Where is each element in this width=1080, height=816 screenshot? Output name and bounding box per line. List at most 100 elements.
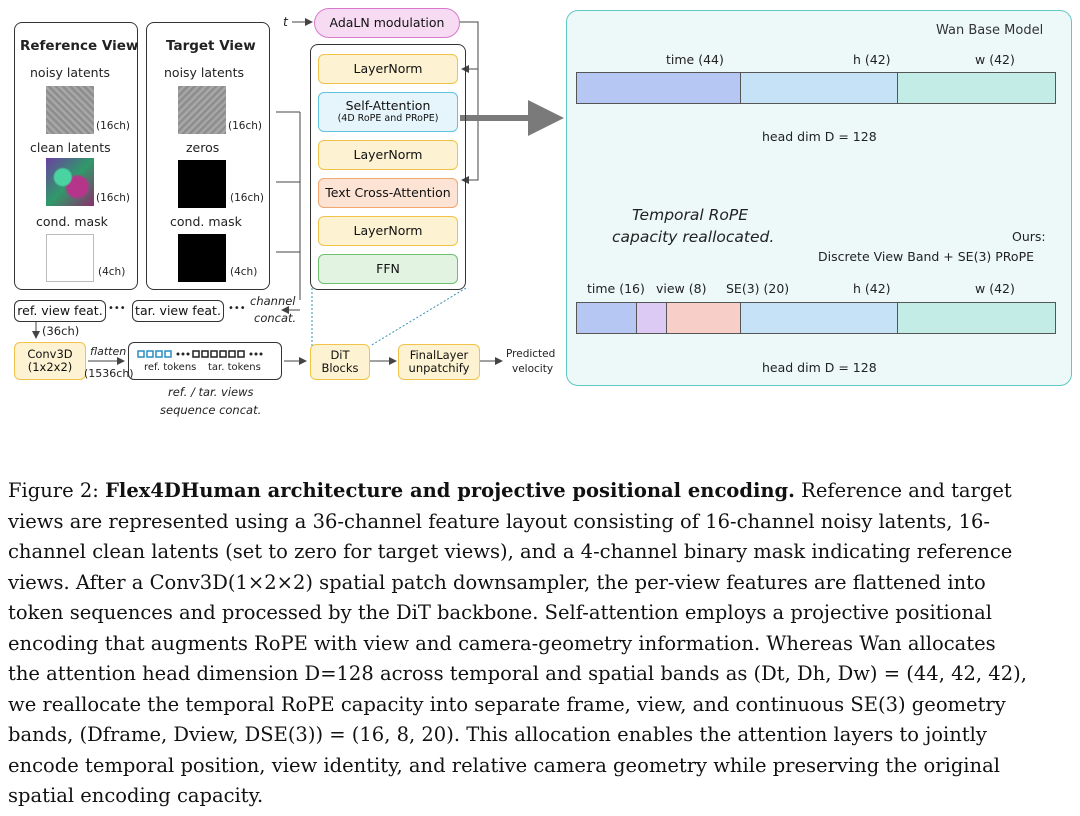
tar-noisy-label: noisy latents (164, 65, 244, 80)
predicted-label-2: velocity (512, 363, 554, 375)
ref-clean-ch: (16ch) (96, 192, 130, 204)
feat-dots-1: ••• (108, 303, 126, 314)
tar-zeros-ch: (16ch) (230, 192, 264, 204)
figure-caption: Figure 2: Flex4DHuman architecture and p… (8, 476, 1074, 812)
conv3d-box: Conv3D (1x2x2) (14, 342, 86, 380)
timestep-label: t (283, 14, 288, 29)
feat-dots-2: ••• (228, 303, 246, 314)
tar-noisy-latent-image (178, 86, 226, 134)
dit-label: DiT (330, 347, 350, 362)
channel-concat-label-1: channel (250, 294, 296, 308)
reference-view-panel (14, 22, 138, 290)
bottom-band-h (741, 303, 899, 333)
temporal-note-line-2: capacity reallocated. (612, 228, 775, 246)
caption-line-11: spatial encoding capacity. (8, 784, 264, 807)
ch1536-label: (1536ch) (84, 367, 134, 380)
top-band-label-w: w (42) (975, 52, 1015, 67)
caption-line-9: bands, (Dframe, Dview, DSE(3)) = (16, 8,… (8, 723, 987, 746)
caption-figure-label: Figure 2: (8, 479, 99, 502)
dit-sublabel: Blocks (321, 361, 359, 375)
caption-line-4: views. After a Conv3D(1×2×2) spatial pat… (8, 570, 986, 594)
bottom-band-label-se3: SE(3) (20) (726, 281, 790, 296)
wan-title: Wan Base Model (936, 23, 1044, 38)
caption-title: Flex4DHuman architecture and projective … (105, 479, 795, 502)
tar-mask-image (178, 234, 226, 282)
final-layer-box: FinalLayer unpatchify (398, 344, 480, 380)
ffn-block: FFN (318, 254, 458, 284)
token-sequence-box (128, 342, 282, 380)
architecture-diagram: Reference View noisy latents (16ch) clea… (14, 8, 1072, 417)
caption-text-1: Reference and target (801, 479, 1012, 502)
caption-line-7: the attention head dimension D=128 acros… (8, 662, 1027, 685)
conv3d-kernel: (1x2x2) (27, 360, 73, 374)
tar-noisy-ch: (16ch) (228, 120, 262, 132)
top-band-h (741, 73, 899, 103)
top-band-label-time: time (44) (666, 52, 724, 67)
bottom-band-time (577, 303, 637, 333)
ref-noisy-ch: (16ch) (96, 120, 130, 132)
bottom-band-w (898, 303, 1055, 333)
text-cross-attention-block: Text Cross-Attention (318, 178, 458, 208)
ours-label-line-2: Discrete View Band + SE(3) PRoPE (818, 249, 1035, 264)
channel-concat-label-2: concat. (254, 311, 297, 325)
reference-view-title: Reference View (20, 38, 139, 54)
top-band-time (577, 73, 742, 103)
bottom-band-label-time: time (16) (587, 281, 645, 296)
bottom-band-view (636, 303, 667, 333)
dit-blocks-box: DiT Blocks (310, 344, 370, 380)
tar-mask-label: cond. mask (170, 214, 242, 229)
head-dim-bottom-label: head dim D = 128 (762, 360, 877, 375)
top-band-label-h: h (42) (853, 52, 891, 67)
ref-mask-image (46, 234, 94, 282)
tar-mask-ch: (4ch) (230, 266, 258, 278)
layernorm-1: LayerNorm (318, 54, 458, 84)
ref-clean-latent-image (46, 158, 94, 206)
ref-mask-ch: (4ch) (98, 266, 126, 278)
target-view-title: Target View (166, 38, 256, 54)
ch36-label: (36ch) (42, 324, 80, 338)
layernorm-2: LayerNorm (318, 140, 458, 170)
bottom-band-label-w: w (42) (975, 281, 1015, 296)
ref-tokens-label: ref. tokens (144, 362, 197, 373)
final-layer-label: FinalLayer (409, 347, 469, 362)
bottom-band-label-view: view (8) (656, 281, 707, 296)
caption-line-8: we reallocate the temporal RoPE capacity… (8, 692, 1006, 716)
self-attention-sublabel: (4D RoPE and PRoPE) (337, 112, 439, 124)
head-dim-top-label: head dim D = 128 (762, 129, 877, 144)
ref-clean-label: clean latents (30, 140, 111, 155)
tar-tokens-label: tar. tokens (208, 362, 261, 373)
self-attention-block: Self-Attention (4D RoPE and PRoPE) (318, 92, 458, 132)
token-glyphs (137, 350, 263, 358)
final-layer-sublabel: unpatchify (408, 361, 470, 375)
ref-noisy-latent-image (46, 86, 94, 134)
self-attention-label: Self-Attention (345, 98, 431, 114)
layernorm-3: LayerNorm (318, 216, 458, 246)
caption-line-2: views are represented using a 36-channel… (8, 509, 990, 533)
bottom-band-label-h: h (42) (853, 281, 891, 296)
top-band-bar (576, 72, 1056, 104)
seq-concat-label-1: ref. / tar. views (168, 385, 254, 399)
ours-label-line-1: Ours: (1012, 229, 1046, 244)
bottom-band-se3 (666, 303, 742, 333)
caption-line-5: token sequences and processed by the DiT… (8, 601, 992, 624)
tar-zeros-image (178, 160, 226, 208)
ref-view-feat-box: ref. view feat. (14, 300, 106, 322)
temporal-note-line-1: Temporal RoPE (632, 206, 749, 224)
bottom-band-bar (576, 302, 1056, 334)
top-band-w (898, 73, 1055, 103)
flatten-label: flatten (90, 345, 127, 358)
tar-view-feat-box: tar. view feat. (132, 300, 224, 322)
caption-line-10: encode temporal position, view identity,… (8, 753, 1000, 777)
ref-mask-label: cond. mask (36, 214, 108, 229)
tar-zeros-label: zeros (186, 140, 220, 155)
predicted-label-1: Predicted (506, 348, 556, 360)
target-view-panel (146, 22, 270, 290)
caption-line-6: encoding that augments RoPE with view an… (8, 631, 996, 655)
dit-block-stack (310, 44, 466, 290)
seq-concat-label-2: sequence concat. (160, 403, 262, 417)
caption-line-3: channel clean latents (set to zero for t… (8, 540, 1013, 563)
ref-noisy-label: noisy latents (30, 65, 110, 80)
adaln-modulation: AdaLN modulation (314, 8, 460, 38)
conv3d-label: Conv3D (27, 346, 73, 361)
caption-line-1: Figure 2: Flex4DHuman architecture and p… (8, 476, 1074, 507)
